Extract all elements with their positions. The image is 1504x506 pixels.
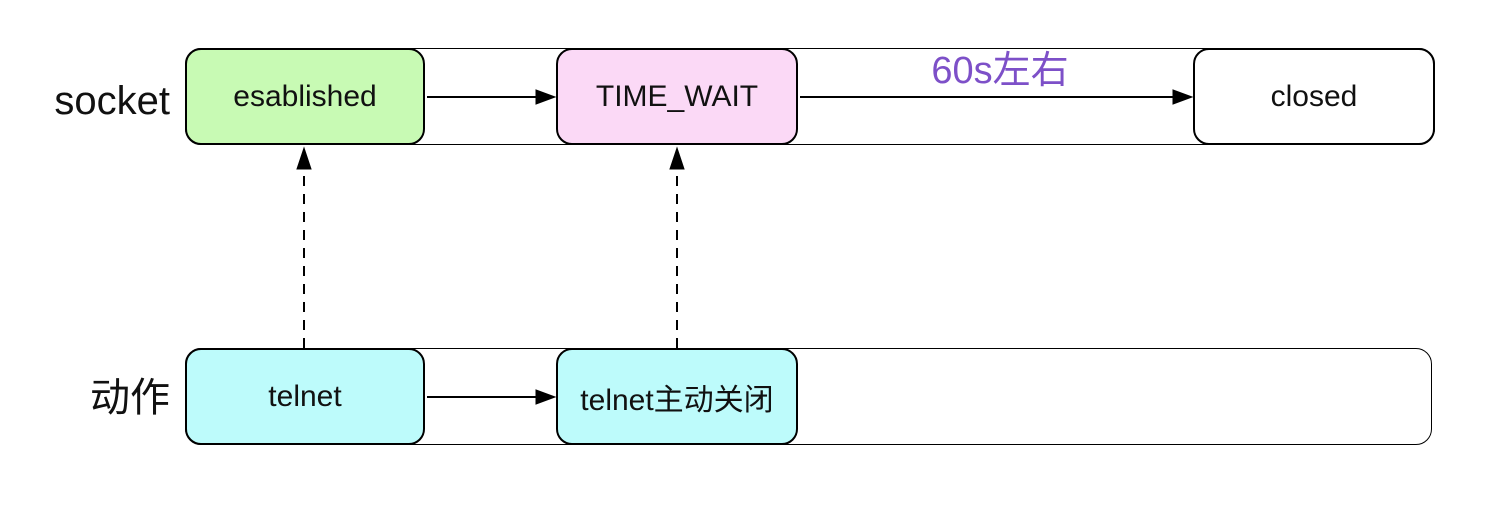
state-node-time-wait: TIME_WAIT (556, 48, 798, 145)
lane-label-action: 动作 (90, 376, 170, 420)
lane-label-socket: socket (54, 79, 170, 123)
dashed-arrow-telnet-close-to-timewait (669, 146, 685, 348)
action-node-telnet-close: telnet主动关闭 (556, 348, 798, 445)
action-node-telnet: telnet (185, 348, 425, 445)
state-node-established: esablished (185, 48, 425, 145)
duration-annotation: 60s左右 (931, 50, 1069, 92)
dashed-arrow-telnet-to-established (296, 146, 312, 348)
state-node-closed: closed (1193, 48, 1435, 145)
